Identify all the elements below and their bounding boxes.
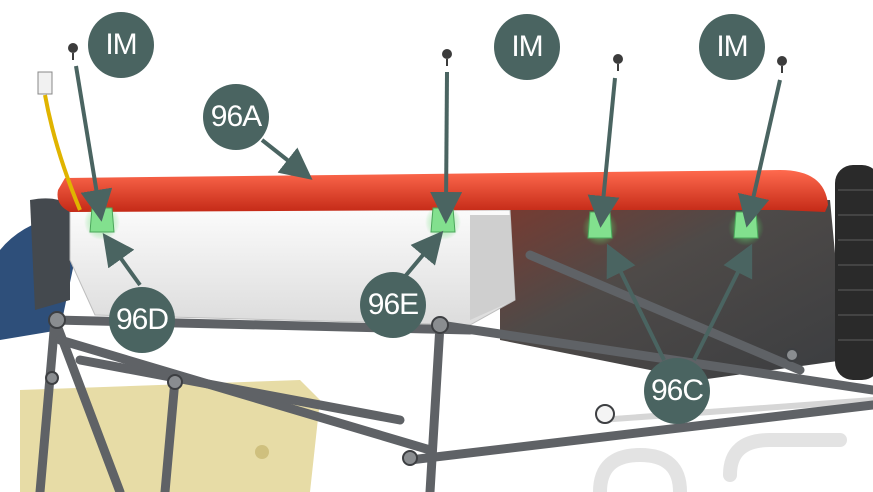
callout-im-3: IM — [699, 14, 765, 80]
callout-96c: 96C — [644, 358, 710, 424]
spoiler-96a — [57, 170, 828, 212]
car-body-left — [0, 198, 80, 340]
wire-connector — [37, 71, 82, 211]
screws — [68, 43, 787, 73]
label-arrows — [102, 138, 753, 361]
frame-bolts — [45, 311, 799, 466]
callout-96a: 96A — [203, 84, 269, 150]
callout-im-2: IM — [494, 14, 560, 80]
callout-im-1: IM — [88, 12, 154, 78]
rear-wheel — [835, 165, 873, 380]
rear-compartment — [500, 200, 845, 380]
exhaust-pipes — [593, 397, 873, 492]
tube-frame — [35, 250, 873, 492]
callout-96e: 96E — [360, 272, 426, 338]
screw-arrows — [74, 65, 782, 228]
callout-96d: 96D — [109, 287, 175, 353]
